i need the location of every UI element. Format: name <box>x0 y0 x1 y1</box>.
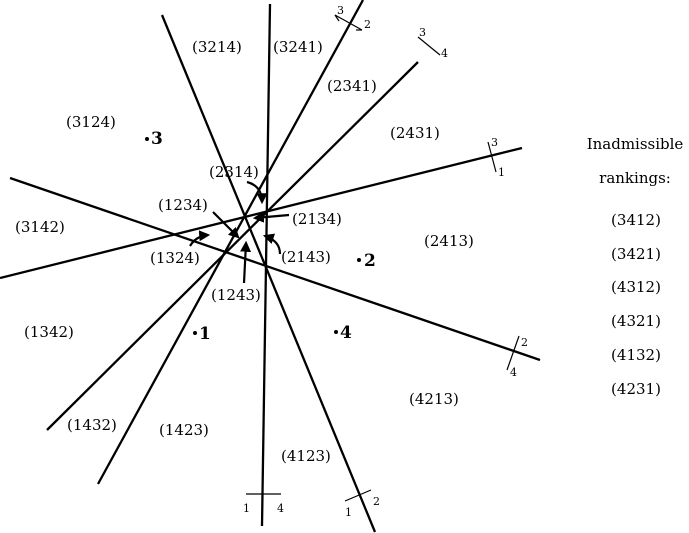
region-label: (4213) <box>409 390 459 408</box>
point-label-4: 4 <box>340 323 352 343</box>
tick-label: 4 <box>441 47 448 60</box>
point-dot-1 <box>193 331 197 335</box>
region-label: (1342) <box>24 323 74 341</box>
tick-3-4 <box>417 36 441 56</box>
tick-1-2 <box>344 489 372 502</box>
line-3-1 <box>0 146 523 280</box>
tick-label: 4 <box>277 502 284 515</box>
region-label: (1234) <box>158 196 208 214</box>
inadmissible-ranking: (4312) <box>611 278 661 296</box>
region-label: (3241) <box>273 38 323 56</box>
region-label: (1432) <box>67 416 117 434</box>
region-label: (2143) <box>281 248 331 266</box>
inadmissible-ranking: (4321) <box>611 312 661 330</box>
inadmissible-rankings-panel: Inadmissible rankings: (3412) (3421) (43… <box>587 135 684 398</box>
region-label: (2314) <box>209 163 259 181</box>
tick-label: 3 <box>419 26 426 39</box>
arrow-2314 <box>246 180 268 205</box>
line-3-4 <box>46 61 419 431</box>
line-1-2 <box>160 14 377 533</box>
inadmissible-ranking: (4231) <box>611 380 661 398</box>
tick-3-2 <box>334 14 363 31</box>
tick-label: 3 <box>491 136 498 149</box>
tick-label: 1 <box>345 506 352 519</box>
inadmissible-ranking: (4132) <box>611 346 661 364</box>
line-2-4 <box>9 176 541 362</box>
tick-2-4 <box>506 335 520 371</box>
arrow-2143 <box>262 233 282 255</box>
point-label-3: 3 <box>151 129 163 149</box>
line-1-4 <box>260 3 272 527</box>
region-label: (2413) <box>424 232 474 250</box>
region-label: (2134) <box>292 210 342 228</box>
sidebar-title-line2: rankings: <box>599 169 671 187</box>
point-label-1: 1 <box>199 324 211 344</box>
region-label: (1243) <box>211 286 261 304</box>
tick-label: 1 <box>243 502 250 515</box>
region-label: (1324) <box>150 249 200 267</box>
tick-label: 2 <box>373 495 380 508</box>
region-label: (4123) <box>281 447 331 465</box>
arrow-2134 <box>252 211 290 223</box>
tick-label: 1 <box>498 166 505 179</box>
region-label: (3142) <box>15 218 65 236</box>
region-label: (2341) <box>327 77 377 95</box>
tick-label: 2 <box>521 336 528 349</box>
arrow-1234 <box>212 211 240 239</box>
region-label: (1423) <box>159 421 209 439</box>
point-dot-3 <box>145 137 149 141</box>
point-dot-2 <box>357 258 361 262</box>
inadmissible-ranking: (3412) <box>611 211 661 229</box>
inadmissible-ranking: (3421) <box>611 245 661 263</box>
region-label: (3124) <box>66 113 116 131</box>
region-label: (3214) <box>192 38 242 56</box>
tick-3-1 <box>487 141 497 173</box>
point-label-2: 2 <box>364 251 376 271</box>
sidebar-title-line1: Inadmissible <box>587 135 684 153</box>
tick-label: 3 <box>337 4 344 17</box>
tick-label: 2 <box>364 18 371 31</box>
region-label: (2431) <box>390 124 440 142</box>
line-3-2 <box>96 0 365 485</box>
arrow-1324 <box>189 230 211 247</box>
point-dot-4 <box>334 330 338 334</box>
arrow-1243 <box>240 240 252 284</box>
tick-label: 4 <box>510 366 517 379</box>
